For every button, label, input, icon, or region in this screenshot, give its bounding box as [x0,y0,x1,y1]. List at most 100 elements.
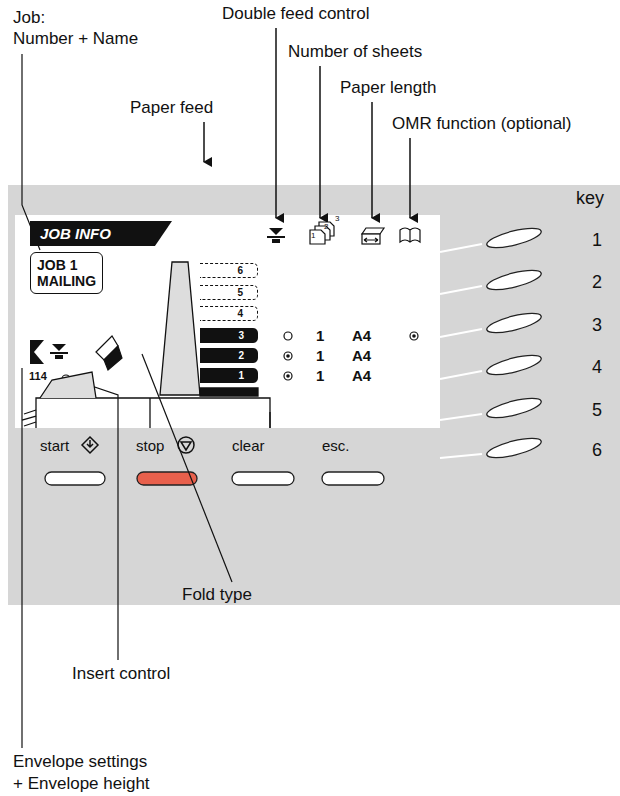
node-text: JOB 1 [37,257,96,273]
key-number: 2 [592,272,602,293]
paper-length-icon [362,228,384,244]
paper-length-icon [362,234,380,244]
active-feeder-tray: 3 [200,328,258,343]
indicator-dots [412,334,416,338]
job-name-box: JOB 1MAILING [30,252,103,294]
empty-feeder-tray: 5 [200,285,258,300]
indicator-dots [286,354,290,358]
insert-control-icon [50,344,68,359]
softkey-leaders [440,244,482,458]
callout-arrows [275,28,277,218]
envelope-height: 114 [29,370,47,383]
envelope-icon [30,340,44,364]
node-text: 6 [200,264,243,277]
button-label: esc. [322,437,350,454]
sheet-count: 1 [316,367,324,384]
softkey-leaders [440,371,482,379]
double-feed-icon [272,239,280,243]
inserter-machine [36,398,270,428]
active-feeder-tray: 2 [200,348,258,363]
envelope-icon [30,340,44,364]
node-text: JOB INFO [40,225,148,243]
stop-symbol [181,442,191,450]
softkeys [485,394,543,421]
inserter-machine [160,262,200,395]
callout-label: Job: [13,8,45,28]
leader-lines [22,54,232,748]
softkey-leaders [440,414,482,420]
inserter-machine [22,262,270,428]
fold-type-icon [104,346,122,370]
panel-buttons [137,472,197,485]
sheets-icon [310,230,325,244]
callout-label: + Envelope height [13,774,150,794]
paper-length-value: A4 [352,367,371,384]
node-text: 5 [200,286,243,299]
panel-buttons [45,472,384,485]
sheets-icon [310,222,334,244]
icon-digit: 3 [335,214,339,223]
double-feed-icon [269,228,283,235]
sheet-count: 1 [316,347,324,364]
button-label: stop [136,437,164,454]
callout-label: Insert control [72,664,170,684]
omr-book-icon [400,228,420,242]
panel-buttons [45,472,105,485]
status-indicators [284,332,418,380]
indicator-dots [286,334,416,378]
control-panel [8,185,620,605]
status-indicators [410,332,418,340]
indicator-dots [286,374,290,378]
button-label: start [40,437,69,454]
callout-label: Fold type [182,585,252,605]
paper-length-value: A4 [352,327,371,344]
fold-type-icon [96,336,122,370]
callout-label: Number of sheets [288,42,422,62]
softkeys [485,309,543,336]
envelope-icon [34,340,44,364]
double-feed-icon [267,236,285,238]
omr-book-icon [400,228,420,242]
softkeys [485,434,543,461]
softkeys [485,224,543,251]
softkeys [485,224,543,461]
screen-tab: JOB INFO [30,221,172,246]
node-text: 3 [200,329,244,342]
button-label: clear [232,437,265,454]
softkey-leaders [440,454,482,458]
callout-label: OMR function (optional) [392,114,572,134]
node-text: 1 [200,369,244,382]
insert-control-icon [50,352,68,354]
status-indicators [284,372,292,380]
empty-feeder-tray: 4 [200,306,258,321]
inserter-machine [269,412,270,428]
key-number: 1 [592,230,602,251]
node-text: 4 [200,307,243,320]
callout-label: Paper length [340,78,436,98]
key-heading: key [576,188,604,209]
callout-label: Number + Name [13,29,138,49]
callout-label: Double feed control [222,4,369,24]
softkey-leaders [440,329,482,337]
callout-arrows [371,102,373,218]
display-screen [15,215,440,428]
key-number: 3 [592,315,602,336]
active-feeder-tray: 1 [200,368,258,383]
status-indicators [284,332,292,340]
status-indicators [284,352,292,360]
callout-arrows [409,138,411,218]
softkey-leaders [440,286,482,294]
inserter-machine [40,372,96,398]
inserter-machine [200,388,258,396]
callout-label: Paper feed [130,98,213,118]
softkey-leaders [440,244,482,252]
inserter-machine [24,422,36,426]
panel-buttons [232,472,294,485]
sheet-count: 1 [316,327,324,344]
paper-length-icon [362,228,384,234]
start-symbol [82,437,98,453]
insert-control-icon [55,355,63,359]
callout-arrows [203,122,205,162]
paper-length-icon [364,238,378,242]
leader-lines [68,378,118,660]
